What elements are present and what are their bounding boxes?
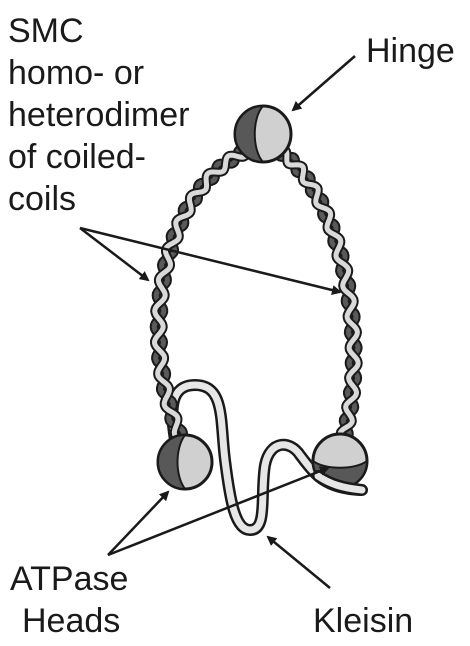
hinge-arrow <box>293 56 355 110</box>
hinge-domain <box>235 106 291 162</box>
smc-label-line: homo- or <box>8 54 189 96</box>
coiled-coil-right <box>278 149 358 440</box>
atpase-arrow-left <box>108 492 168 555</box>
atpase-head-left <box>158 435 212 489</box>
smc-label-line: SMC <box>8 12 189 54</box>
smc-label-line: of coiled- <box>8 138 189 180</box>
kleisin-arrow <box>268 537 330 588</box>
atpase-heads-label: ATPase Heads <box>10 560 128 644</box>
atpase-label-line: Heads <box>10 602 128 644</box>
smc-label-line: coils <box>8 180 189 222</box>
atpase-label-line: ATPase <box>10 560 128 602</box>
smc-dimer-label: SMC homo- or heterodimer of coiled- coil… <box>8 12 189 222</box>
atpase-arrow-right <box>108 468 328 555</box>
hinge-label: Hinge <box>366 32 455 70</box>
smc-label-line: heterodimer <box>8 96 189 138</box>
coil-arrow-right <box>80 228 340 292</box>
kleisin-label: Kleisin <box>313 602 413 640</box>
